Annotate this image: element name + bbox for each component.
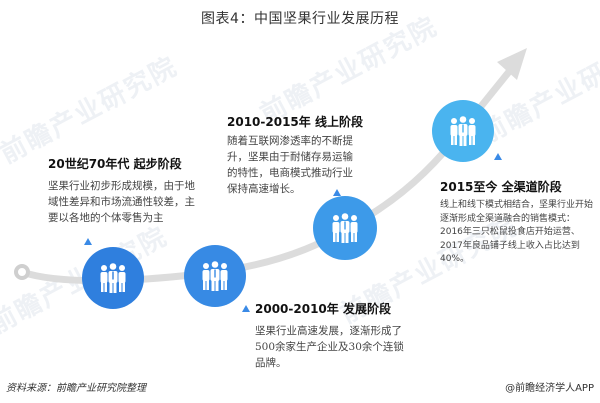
credit-note: @前瞻经济学人APP [505, 383, 594, 394]
stage-4-pointer-icon [494, 153, 502, 160]
people-group-icon [202, 261, 228, 291]
stage-2-title: 2000-2010年 发展阶段 [255, 302, 391, 316]
stage-3-pointer-icon [333, 189, 341, 196]
stage-3-text: 2010-2015年 线上阶段 随着互联网渗透率的不断提升，坚果由于耐储存易运输… [227, 113, 363, 197]
stage-2-circle [184, 245, 246, 307]
stage-3-circle [313, 196, 377, 260]
stage-2-pointer-icon [242, 305, 250, 312]
stage-3-title: 2010-2015年 线上阶段 [227, 115, 363, 129]
stage-4-description: 线上和线下模式相结合，坚果行业开始逐渐形成全渠道融合的销售模式：2016年三只松… [440, 200, 594, 264]
source-note: 资料来源：前瞻产业研究院整理 [6, 383, 146, 394]
people-group-icon [450, 116, 476, 146]
stage-2-description: 坚果行业高速发展，逐渐形成了500余家生产企业及30余个连锁品牌。 [255, 325, 404, 369]
stage-3-description: 随着互联网渗透率的不断提升，坚果由于耐储存易运输的特性，电商模式推动行业保持高速… [227, 135, 353, 195]
stage-1-circle [82, 247, 144, 309]
stage-1-description: 坚果行业初步形成规模，由于地域性差异和市场流通性较差，主要以各地的个体零售为主 [48, 180, 195, 224]
start-node-icon [14, 264, 30, 280]
stage-4-circle [432, 100, 494, 162]
chart-title: 图表4：中国坚果行业发展历程 [201, 11, 399, 27]
stage-1-text: 20世纪70年代 起步阶段 坚果行业初步形成规模，由于地域性差异和市场流通性较差… [48, 155, 198, 226]
people-group-icon [332, 213, 358, 243]
arrowhead-icon [497, 48, 527, 80]
stage-1-pointer-icon [84, 238, 92, 245]
stage-1-title: 20世纪70年代 起步阶段 [48, 157, 182, 171]
people-group-icon [100, 263, 126, 293]
stage-4-title: 2015至今 全渠道阶段 [440, 180, 562, 194]
stage-2-text: 2000-2010年 发展阶段 坚果行业高速发展，逐渐形成了500余家生产企业及… [255, 300, 405, 371]
stage-4-text: 2015至今 全渠道阶段 线上和线下模式相结合，坚果行业开始逐渐形成全渠道融合的… [440, 178, 596, 267]
